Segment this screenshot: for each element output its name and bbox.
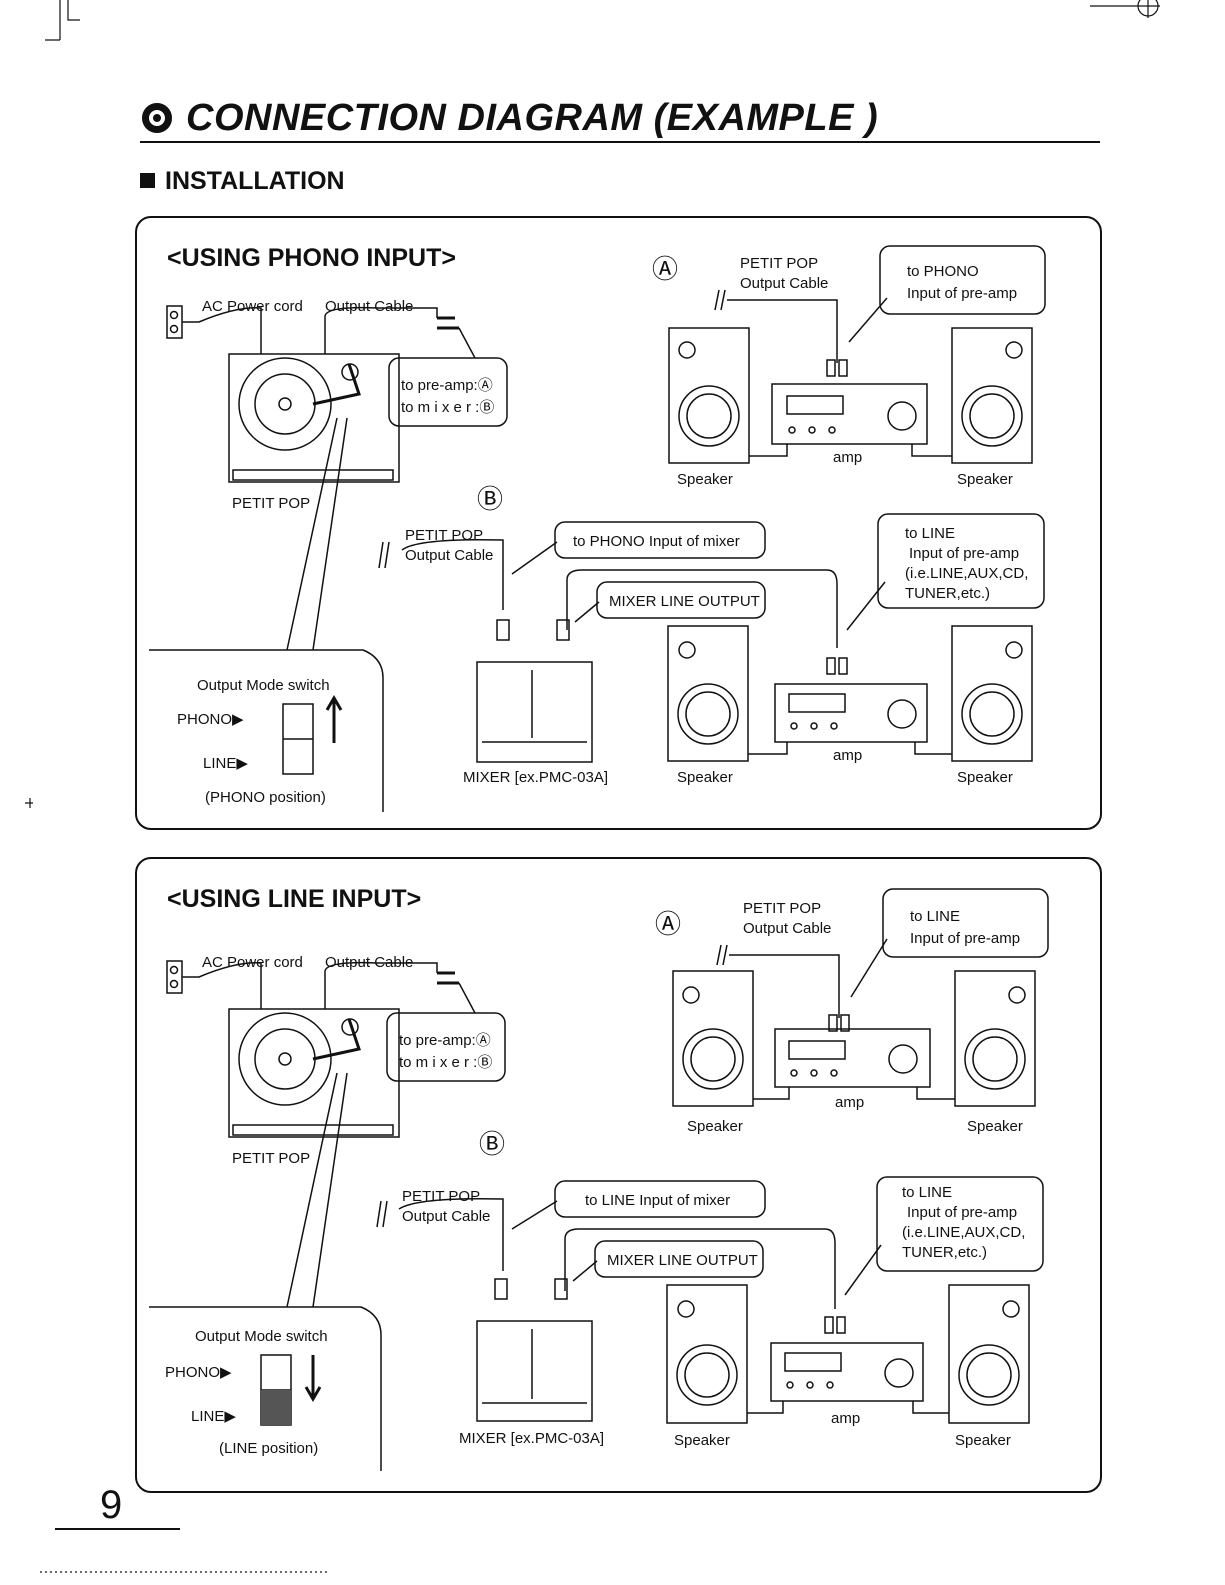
section-heading-text: INSTALLATION xyxy=(165,167,345,195)
b-cable-label-2: Output Cable xyxy=(405,547,493,564)
speaker-icon xyxy=(667,625,749,762)
speaker-icon xyxy=(951,625,1033,762)
a-target-label-1: to LINE xyxy=(910,908,960,925)
ac-power-cord-label: AC Power cord xyxy=(202,954,303,971)
phono-input-panel: <USING PHONO INPUT> AC Power cord Output… xyxy=(135,216,1102,830)
speaker-label: Speaker xyxy=(674,1432,730,1449)
b-target-label-2: Input of pre-amp xyxy=(909,545,1019,562)
mixer-line-output-label: MIXER LINE OUTPUT xyxy=(609,593,760,610)
marker-a: Ⓐ xyxy=(655,909,681,939)
speaker-label: Speaker xyxy=(957,769,1013,786)
turntable-icon xyxy=(228,353,400,483)
section-heading: INSTALLATION xyxy=(140,167,345,196)
amp-label: amp xyxy=(833,747,862,764)
b-cable-label-1: PETIT POP xyxy=(402,1188,480,1205)
bullet-icon xyxy=(142,103,172,133)
marker-b: Ⓑ xyxy=(477,484,503,514)
b-target-label-3: (i.e.LINE,AUX,CD, xyxy=(905,565,1028,582)
page-number: 9 xyxy=(100,1483,123,1527)
turntable-label: PETIT POP xyxy=(232,1150,310,1167)
speaker-label: Speaker xyxy=(687,1118,743,1135)
output-cable-label: Output Cable xyxy=(325,954,413,971)
switch-position-label: (LINE position) xyxy=(219,1440,318,1457)
mixer-icon xyxy=(476,1320,593,1422)
switch-line-label: LINE▶ xyxy=(191,1408,236,1425)
line-connection-diagram: <USING LINE INPUT> AC Power cord Output … xyxy=(149,885,1049,1471)
amp-icon xyxy=(770,1342,924,1402)
a-target-label-2: Input of pre-amp xyxy=(910,930,1020,947)
switch-phono-label: PHONO▶ xyxy=(177,711,244,728)
marker-a: Ⓐ xyxy=(652,254,678,284)
speaker-label: Speaker xyxy=(677,471,733,488)
speaker-label: Speaker xyxy=(957,471,1013,488)
amp-icon xyxy=(771,383,928,445)
b-target-label-4: TUNER,etc.) xyxy=(902,1244,987,1261)
page-title-text: CONNECTION DIAGRAM (EXAMPLE ) xyxy=(186,97,879,139)
b-target-label-1: to LINE xyxy=(902,1184,952,1201)
panel-heading: <USING PHONO INPUT> xyxy=(167,244,456,272)
phono-connection-diagram: <USING PHONO INPUT> AC Power cord Output… xyxy=(149,244,1046,812)
line-input-panel: <USING LINE INPUT> AC Power cord Output … xyxy=(135,857,1102,1493)
ac-power-cord-label: AC Power cord xyxy=(202,298,303,315)
page-number-rule xyxy=(55,1528,180,1530)
speaker-icon xyxy=(948,1284,1030,1424)
b-mixer-input-label: to PHONO Input of mixer xyxy=(573,533,740,550)
callout-pre-amp: to pre-amp:Ⓐ xyxy=(401,377,493,394)
mixer-line-output-label: MIXER LINE OUTPUT xyxy=(607,1252,758,1269)
callout-mixer: to m i x e r :Ⓑ xyxy=(399,1054,492,1071)
b-mixer-input-label: to LINE Input of mixer xyxy=(585,1192,730,1209)
switch-line-fill-icon xyxy=(261,1390,291,1425)
a-cable-label-2: Output Cable xyxy=(743,920,831,937)
switch-position-label: (PHONO position) xyxy=(205,789,326,806)
mixer-label: MIXER [ex.PMC-03A] xyxy=(459,1430,604,1447)
a-cable-label-2: Output Cable xyxy=(740,275,828,292)
a-cable-label-1: PETIT POP xyxy=(743,900,821,917)
marker-b: Ⓑ xyxy=(479,1129,505,1159)
b-target-label-1: to LINE xyxy=(905,525,955,542)
callout-mixer: to m i x e r :Ⓑ xyxy=(401,399,494,416)
speaker-label: Speaker xyxy=(967,1118,1023,1135)
amp-icon xyxy=(774,683,928,743)
turntable-icon xyxy=(228,1008,400,1138)
b-cable-label-1: PETIT POP xyxy=(405,527,483,544)
mixer-label: MIXER [ex.PMC-03A] xyxy=(463,769,608,786)
a-cable-label-1: PETIT POP xyxy=(740,255,818,272)
speaker-icon xyxy=(951,327,1033,464)
switch-title: Output Mode switch xyxy=(195,1328,328,1345)
amp-label: amp xyxy=(831,1410,860,1427)
b-cable-label-2: Output Cable xyxy=(402,1208,490,1225)
a-target-label-2: Input of pre-amp xyxy=(907,285,1017,302)
title-rule xyxy=(140,141,1100,143)
switch-title: Output Mode switch xyxy=(197,677,330,694)
arrow-up-icon xyxy=(325,695,343,743)
switch-phono-label: PHONO▶ xyxy=(165,1364,232,1381)
b-target-label-3: (i.e.LINE,AUX,CD, xyxy=(902,1224,1025,1241)
square-bullet-icon xyxy=(140,173,155,188)
amp-icon xyxy=(774,1028,931,1088)
switch-line-label: LINE▶ xyxy=(203,755,248,772)
arrow-down-icon xyxy=(304,1355,322,1402)
turntable-label: PETIT POP xyxy=(232,495,310,512)
panel-heading: <USING LINE INPUT> xyxy=(167,885,421,913)
b-target-label-2: Input of pre-amp xyxy=(907,1204,1017,1221)
b-target-label-4: TUNER,etc.) xyxy=(905,585,990,602)
speaker-icon xyxy=(954,970,1036,1107)
a-target-label-1: to PHONO xyxy=(907,263,979,280)
amp-label: amp xyxy=(833,449,862,466)
page-title: CONNECTION DIAGRAM (EXAMPLE ) xyxy=(142,97,878,140)
speaker-label: Speaker xyxy=(677,769,733,786)
output-cable-label: Output Cable xyxy=(325,298,413,315)
callout-pre-amp: to pre-amp:Ⓐ xyxy=(399,1032,491,1049)
mixer-icon xyxy=(476,661,593,763)
speaker-icon xyxy=(668,327,750,464)
speaker-icon xyxy=(666,1284,748,1424)
speaker-label: Speaker xyxy=(955,1432,1011,1449)
speaker-icon xyxy=(672,970,754,1107)
amp-label: amp xyxy=(835,1094,864,1111)
